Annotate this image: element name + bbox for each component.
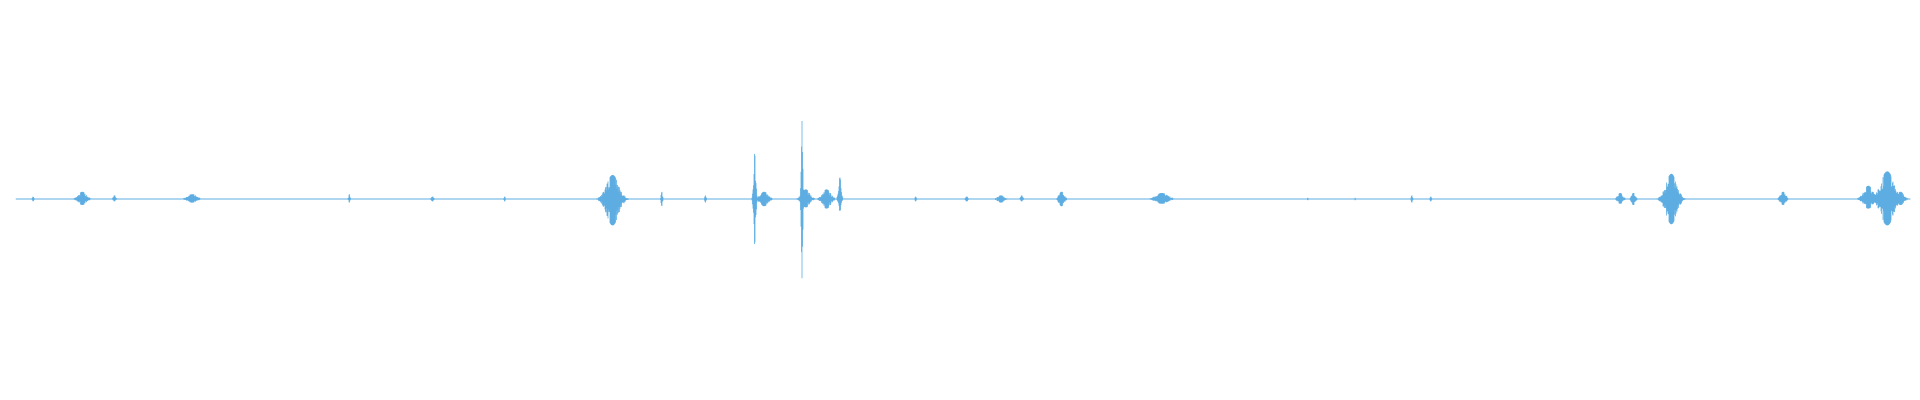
waveform-trace bbox=[15, 121, 1911, 279]
waveform-samples bbox=[15, 121, 1911, 279]
